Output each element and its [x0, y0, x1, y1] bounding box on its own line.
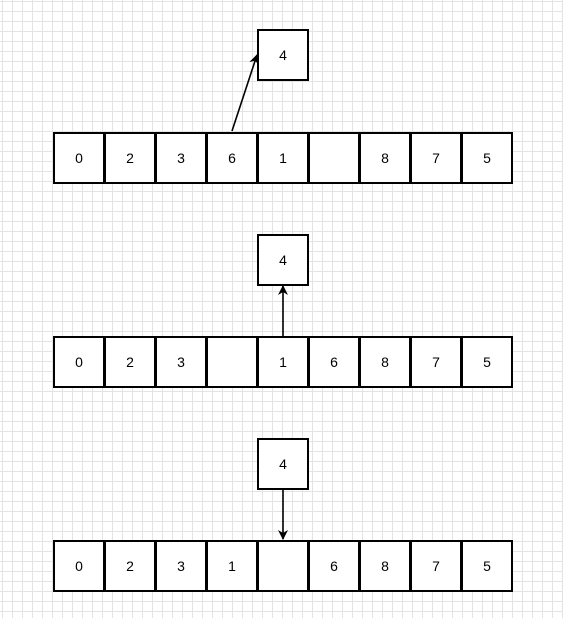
cell-value: 3	[177, 354, 185, 370]
array-cell: 8	[359, 336, 411, 388]
array-cell	[206, 336, 258, 388]
cell-value: 2	[126, 558, 134, 574]
cell-value: 7	[432, 150, 440, 166]
cell-value: 0	[75, 558, 83, 574]
cell-value: 1	[279, 354, 287, 370]
cell-value: 1	[279, 150, 287, 166]
array-cell	[308, 132, 360, 184]
array-cell: 8	[359, 132, 411, 184]
key-value: 4	[279, 456, 287, 472]
cell-value: 6	[330, 354, 338, 370]
array-cell: 0	[53, 336, 105, 388]
cell-value: 7	[432, 558, 440, 574]
cell-value: 6	[228, 150, 236, 166]
array-cell: 8	[359, 540, 411, 592]
cell-value: 5	[483, 354, 491, 370]
array-cell: 2	[104, 336, 156, 388]
cell-value: 8	[381, 354, 389, 370]
cell-value: 1	[228, 558, 236, 574]
array-cell: 0	[53, 132, 105, 184]
array-cell	[257, 540, 309, 592]
key-value: 4	[279, 252, 287, 268]
array-cell: 3	[155, 132, 207, 184]
cell-value: 2	[126, 150, 134, 166]
array-cell: 2	[104, 540, 156, 592]
cell-value: 8	[381, 558, 389, 574]
array-cell: 0	[53, 540, 105, 592]
array-cell: 3	[155, 336, 207, 388]
key-box-step-3: 4	[257, 438, 309, 490]
cell-value: 0	[75, 150, 83, 166]
cell-value: 7	[432, 354, 440, 370]
cell-value: 3	[177, 150, 185, 166]
array-cell: 6	[206, 132, 258, 184]
cell-value: 5	[483, 558, 491, 574]
key-box-step-1: 4	[257, 29, 309, 81]
array-cell: 6	[308, 336, 360, 388]
cell-value: 8	[381, 150, 389, 166]
array-cell: 5	[461, 540, 513, 592]
array-cell: 2	[104, 132, 156, 184]
cell-value: 2	[126, 354, 134, 370]
array-cell: 1	[257, 336, 309, 388]
arrow-step-1	[231, 54, 259, 132]
cell-value: 6	[330, 558, 338, 574]
array-cell: 5	[461, 336, 513, 388]
key-box-step-2: 4	[257, 234, 309, 286]
array-cell: 1	[257, 132, 309, 184]
array-cell: 1	[206, 540, 258, 592]
array-cell: 7	[410, 336, 462, 388]
key-value: 4	[279, 47, 287, 63]
cell-value: 3	[177, 558, 185, 574]
array-cell: 7	[410, 132, 462, 184]
array-cell: 7	[410, 540, 462, 592]
array-cell: 5	[461, 132, 513, 184]
cell-value: 0	[75, 354, 83, 370]
array-cell: 3	[155, 540, 207, 592]
cell-value: 5	[483, 150, 491, 166]
array-cell: 6	[308, 540, 360, 592]
